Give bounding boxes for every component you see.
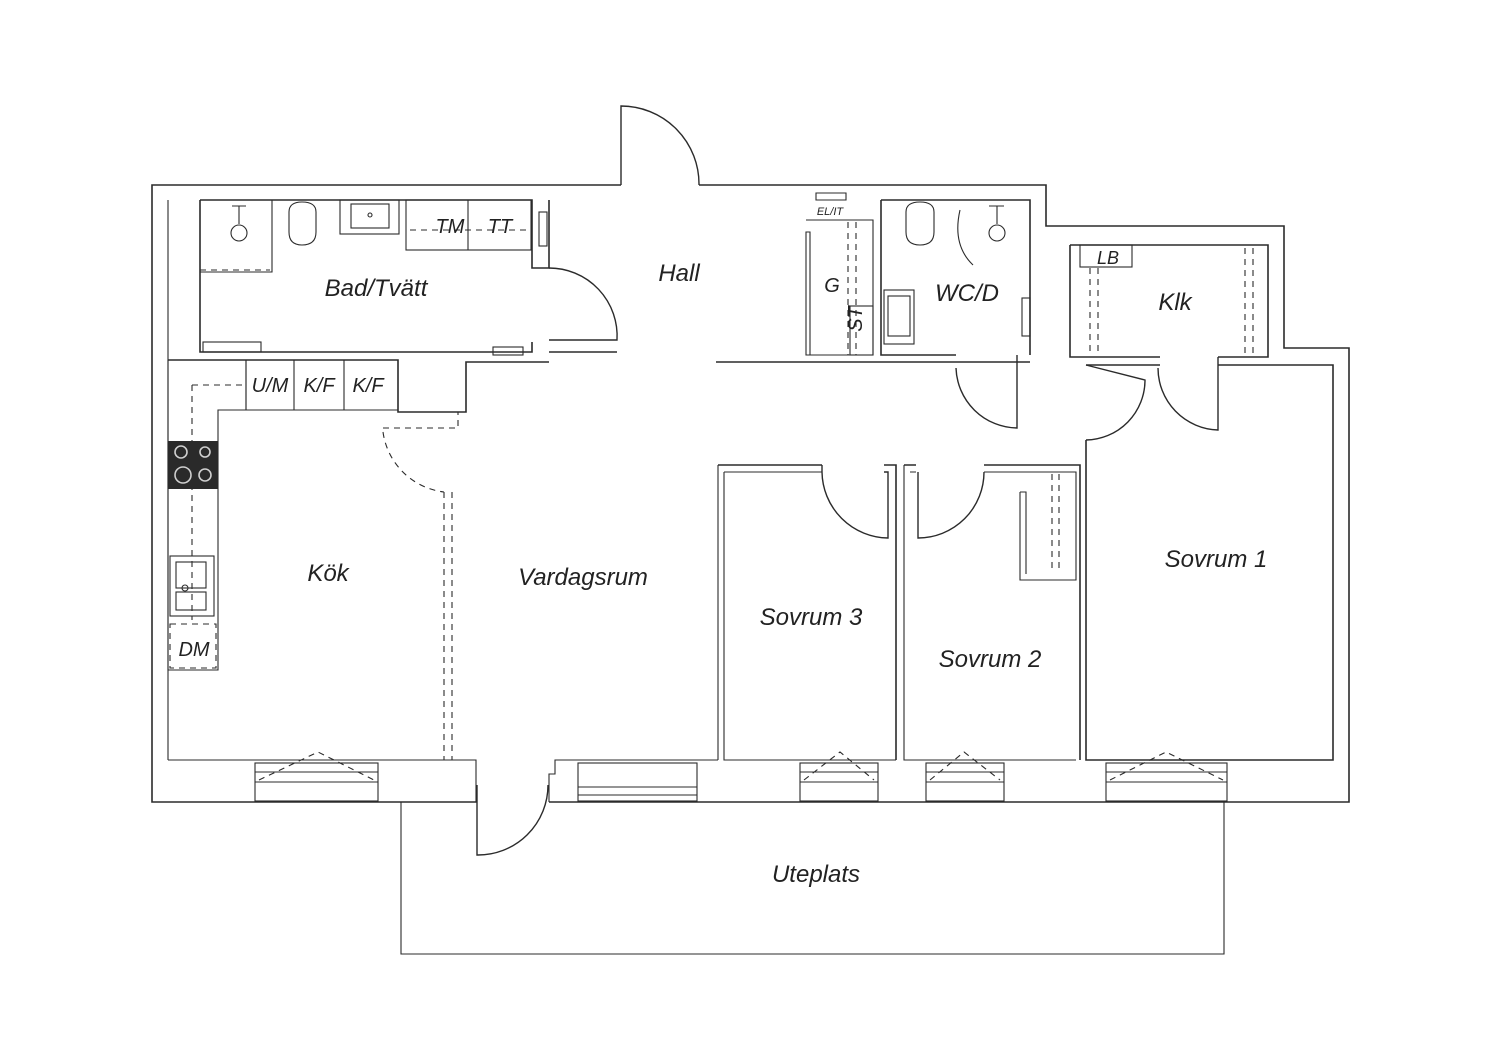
- bedroom-3: [717, 464, 897, 802]
- room-label-hall: Hall: [658, 260, 700, 287]
- fixture-label-el-it: EL/IT: [817, 206, 845, 218]
- room-label-uteplats: Uteplats: [772, 861, 860, 888]
- closet-label-st: ST: [845, 304, 867, 331]
- hall-walls: [549, 105, 1030, 363]
- kitchen: [167, 359, 549, 802]
- fixture-label-tm: TM: [436, 216, 465, 238]
- room-label-sovrum-3: Sovrum 3: [760, 604, 863, 631]
- fixture-label-dm: DM: [178, 639, 209, 661]
- fixture-label-um: U/M: [252, 375, 289, 397]
- bedroom-2: [903, 464, 1081, 802]
- room-label-wc-d: WC/D: [935, 280, 999, 307]
- patio: [400, 802, 1225, 955]
- fixture-label-lb: LB: [1097, 248, 1119, 268]
- room-label-kok: Kök: [307, 560, 350, 587]
- room-label-vardagsrum: Vardagsrum: [518, 564, 648, 591]
- walk-in-closet: [1069, 244, 1269, 431]
- room-label-sovrum-2: Sovrum 2: [939, 646, 1042, 673]
- closet-label-g: G: [824, 275, 840, 297]
- fixture-label-kf-2: K/F: [352, 375, 385, 397]
- fixture-label-kf-1: K/F: [303, 375, 336, 397]
- room-label-klk: Klk: [1158, 289, 1193, 316]
- living-room: [254, 751, 718, 856]
- bathroom-laundry: [199, 199, 618, 356]
- room-label-bad-tvatt: Bad/Tvätt: [325, 275, 429, 302]
- room-label-sovrum-1: Sovrum 1: [1165, 546, 1268, 573]
- wc-room: [880, 199, 1031, 429]
- bedroom-1: [1085, 364, 1334, 802]
- fixture-label-tt: TT: [488, 216, 514, 238]
